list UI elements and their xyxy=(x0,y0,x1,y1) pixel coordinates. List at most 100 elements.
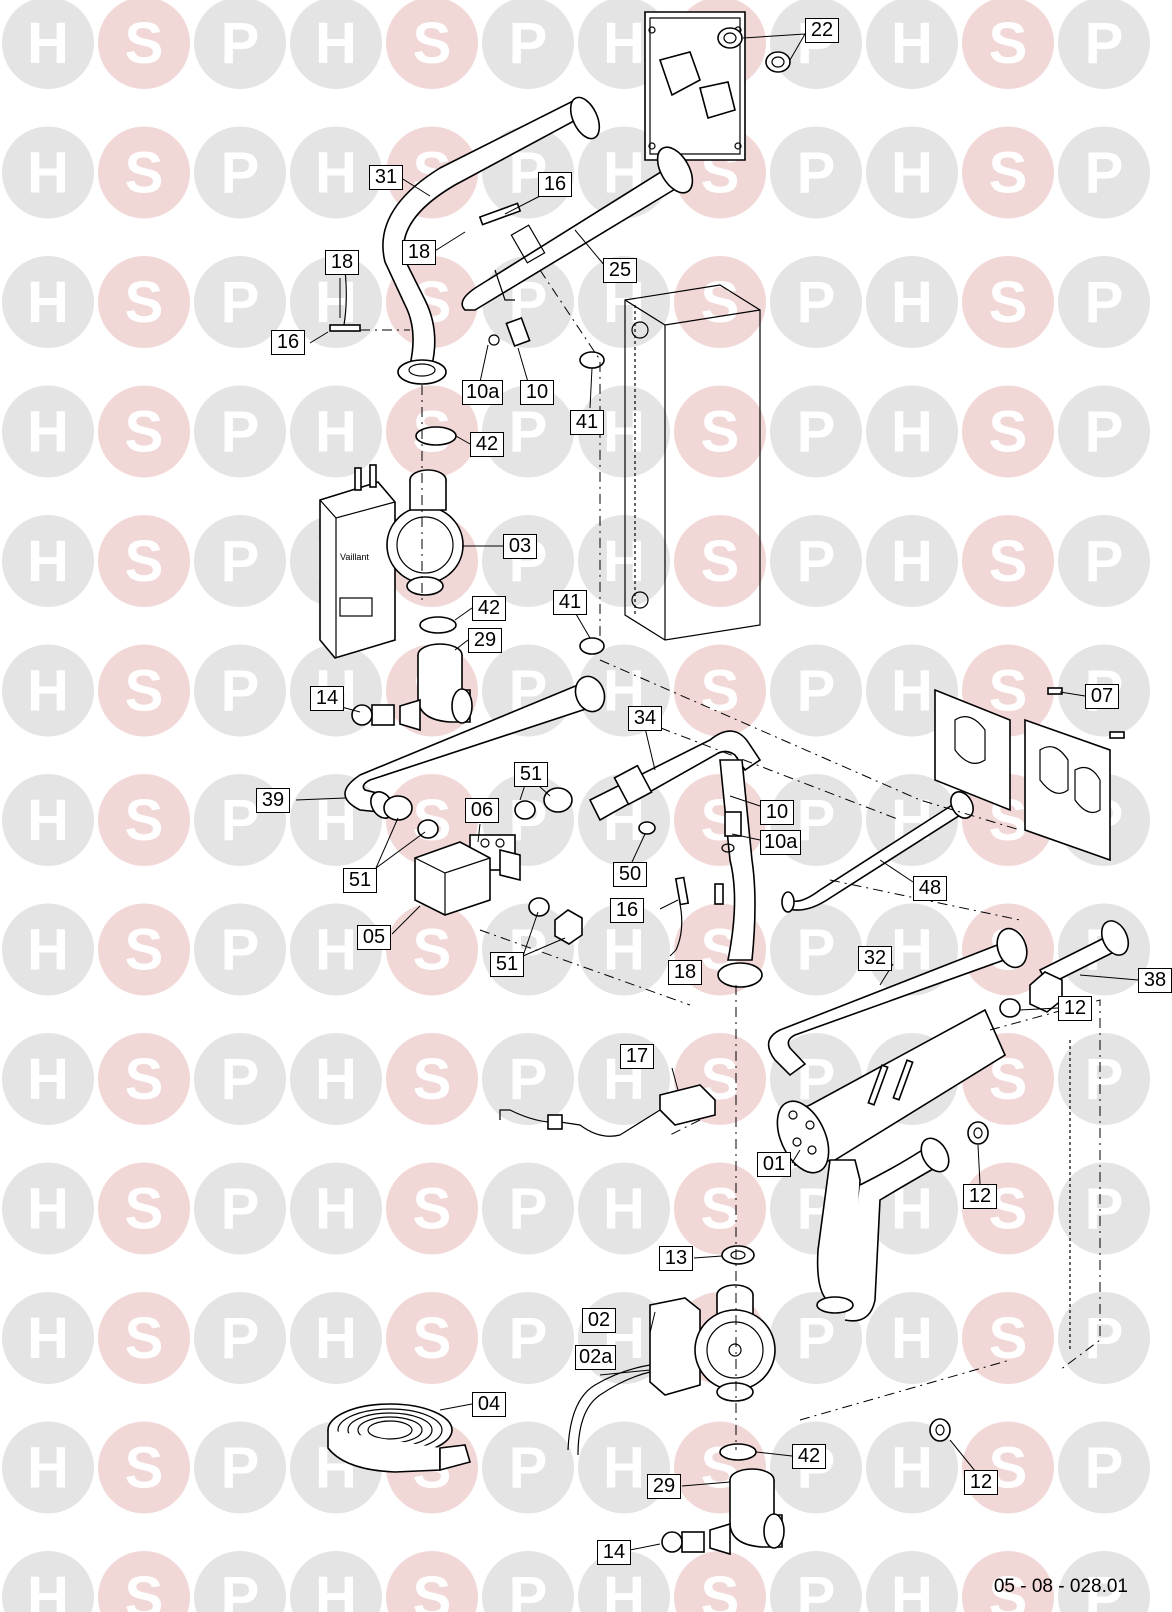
elbow-29-upper xyxy=(399,643,473,732)
watermark-circle xyxy=(674,644,766,737)
watermark-letter: H xyxy=(27,529,69,594)
watermark-letter: P xyxy=(797,270,836,335)
watermark-circle xyxy=(2,515,94,607)
watermark-circle xyxy=(866,256,958,348)
watermark-letter: H xyxy=(603,400,645,465)
watermark-letter: S xyxy=(413,11,452,76)
callout-10a: 10a xyxy=(462,380,504,405)
callout-41: 41 xyxy=(570,410,604,435)
watermark-circle xyxy=(674,515,766,607)
watermark-letter: S xyxy=(989,270,1028,335)
watermark-circle xyxy=(194,1292,286,1384)
watermark-circle xyxy=(770,515,862,607)
callout-04: 04 xyxy=(472,1392,506,1417)
watermark-circle xyxy=(194,644,286,737)
watermark-letter: H xyxy=(315,918,357,983)
sensor-17 xyxy=(499,1084,716,1137)
watermark-letter: P xyxy=(1085,1177,1124,1242)
watermark-circle xyxy=(866,1551,958,1612)
callout-16: 16 xyxy=(538,172,572,197)
watermark-circle xyxy=(98,0,190,89)
callout-50: 50 xyxy=(613,862,647,887)
watermark-circle xyxy=(194,126,286,219)
watermark-circle xyxy=(1058,515,1150,607)
watermark-circle xyxy=(770,644,862,737)
watermark-letter: P xyxy=(1085,1047,1124,1112)
watermark-circle xyxy=(866,1421,958,1514)
watermark-circle xyxy=(98,256,190,348)
watermark-circle xyxy=(2,1551,94,1612)
watermark-circle xyxy=(98,644,190,737)
watermark-letter: H xyxy=(315,270,357,335)
watermark-letter: H xyxy=(603,529,645,594)
watermark-letter: P xyxy=(1085,400,1124,465)
sensor-16-upper xyxy=(329,202,522,332)
actuator-05 xyxy=(414,841,491,916)
watermark-circle xyxy=(674,1162,766,1255)
oring-42-mid xyxy=(419,616,457,634)
watermark-circle xyxy=(98,515,190,607)
callout-17: 17 xyxy=(620,1044,654,1069)
watermark-circle xyxy=(98,1162,190,1255)
watermark-circle xyxy=(1058,385,1150,478)
watermark-letter: H xyxy=(603,1177,645,1242)
callout-34: 34 xyxy=(628,706,662,731)
watermark-letter: H xyxy=(27,659,69,724)
watermark-letter: S xyxy=(125,918,164,983)
watermark-letter: P xyxy=(797,788,836,853)
watermark-letter: H xyxy=(891,400,933,465)
watermark-circle xyxy=(578,256,670,348)
watermark-circle xyxy=(578,1551,670,1612)
watermark-circle xyxy=(2,1033,94,1125)
watermark-circle xyxy=(962,1551,1054,1612)
watermark-letter: H xyxy=(603,11,645,76)
watermark-circle xyxy=(1058,1162,1150,1255)
watermark-letter: S xyxy=(701,659,740,724)
watermark-letter: S xyxy=(413,1177,452,1242)
pipe-34 xyxy=(588,730,763,988)
watermark-letter: S xyxy=(989,400,1028,465)
watermark-circle xyxy=(962,1292,1054,1384)
watermark-letter: P xyxy=(221,141,260,206)
callout-06: 06 xyxy=(465,798,499,823)
watermark-circle xyxy=(578,1162,670,1255)
watermark-letter: S xyxy=(125,400,164,465)
washers-12 xyxy=(929,1121,989,1442)
watermark-circle xyxy=(770,903,862,996)
callout-41: 41 xyxy=(553,590,587,615)
watermark-circle xyxy=(1058,1421,1150,1514)
watermark-letter: P xyxy=(1085,270,1124,335)
callout-22: 22 xyxy=(805,18,839,43)
watermark-circle xyxy=(386,1162,478,1255)
watermark-circle xyxy=(194,903,286,996)
watermark-letter: S xyxy=(125,659,164,724)
watermark-circle xyxy=(98,1551,190,1612)
watermark-circle xyxy=(386,1551,478,1612)
watermark-circle xyxy=(194,515,286,607)
watermark-letter: P xyxy=(509,11,548,76)
watermark-circle xyxy=(674,1551,766,1612)
watermark-letter: P xyxy=(797,918,836,983)
gasket-13 xyxy=(721,1245,755,1265)
oring-41-lower xyxy=(579,637,605,655)
watermark-letter: P xyxy=(1085,1306,1124,1371)
watermark-circle xyxy=(770,1292,862,1384)
callout-10: 10 xyxy=(760,800,794,825)
watermark-letter: P xyxy=(221,1177,260,1242)
watermark-letter: S xyxy=(989,1565,1028,1612)
watermark-letter: S xyxy=(125,529,164,594)
callout-42: 42 xyxy=(470,432,504,457)
watermark-letter: S xyxy=(701,400,740,465)
connection-plate xyxy=(644,11,746,161)
watermark-circle xyxy=(482,1421,574,1514)
air-vent-10-upper xyxy=(488,316,531,348)
callout-39: 39 xyxy=(256,788,290,813)
callout-02: 02 xyxy=(582,1308,616,1333)
watermark-circle xyxy=(962,256,1054,348)
watermark-letter: S xyxy=(413,1306,452,1371)
drawing-reference-number: 05 - 08 - 028.01 xyxy=(993,1576,1128,1597)
callout-38: 38 xyxy=(1138,968,1172,993)
oring-42-lower xyxy=(719,1443,757,1461)
watermark-letter: S xyxy=(989,11,1028,76)
